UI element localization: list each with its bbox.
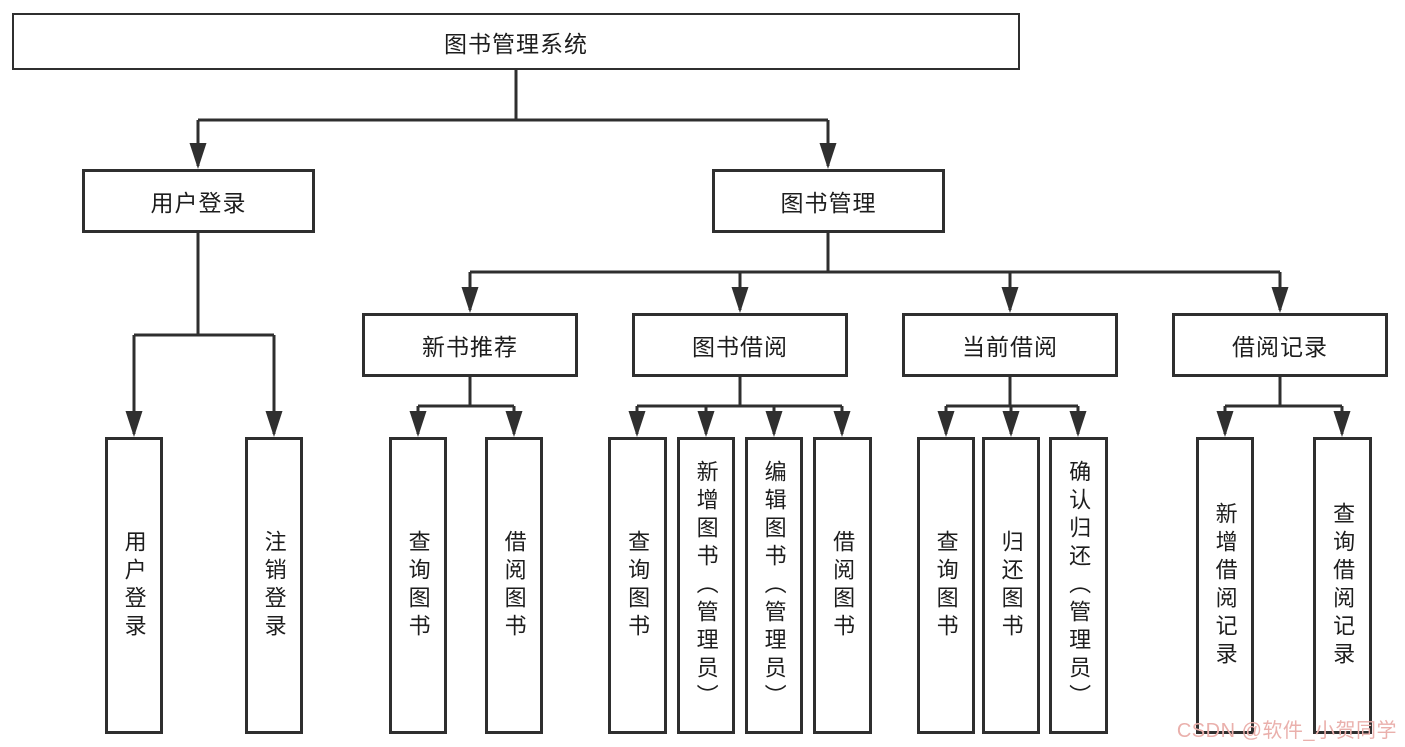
leaf-node-add-borrow-record: 新增借阅记录 [1196,437,1254,734]
branch-node-book-management: 图书管理 [712,169,945,233]
arrow-down-icon [409,411,427,437]
leaf-node-label: 借阅图书 [501,529,527,642]
leaf-node-query-book: 查询图书 [608,437,667,734]
root-node-label: 图书管理系统 [444,30,588,57]
leaf-node-borrow-book: 借阅图书 [485,437,543,734]
arrow-down-icon [505,411,523,437]
arrow-down-icon [1001,287,1019,313]
arrow-down-icon [189,143,207,169]
leaf-node-confirm-return-admin: 确认归还（管理员） [1049,437,1108,734]
branch-node-user-login: 用户登录 [82,169,315,233]
leaf-node-logout: 注销登录 [245,437,303,734]
leaf-node-add-book-admin: 新增图书（管理员） [677,437,735,734]
group-node-new-book-recommend: 新书推荐 [362,313,578,377]
arrow-down-icon [1271,287,1289,313]
leaf-node-label: 用户登录 [121,529,147,642]
group-node-borrow-record: 借阅记录 [1172,313,1388,377]
connector-path [132,70,1344,434]
arrow-down-icon [819,143,837,169]
leaf-node-user-login: 用户登录 [105,437,163,734]
group-node-label: 借阅记录 [1232,334,1328,360]
csdn-watermark: CSDN @软件_小贺同学 [1176,720,1397,742]
arrow-down-icon [1216,411,1234,437]
leaf-node-label: 查询图书 [933,529,959,642]
leaf-node-edit-book-admin: 编辑图书（管理员） [745,437,803,734]
root-node-system: 图书管理系统 [12,13,1020,70]
arrow-down-icon [697,411,715,437]
leaf-node-label: 查询图书 [405,529,431,642]
branch-node-label: 用户登录 [150,190,247,216]
leaf-node-query-book: 查询图书 [389,437,447,734]
leaf-node-query-book: 查询图书 [917,437,975,734]
arrow-down-icon [125,411,143,437]
arrow-down-icon [628,411,646,437]
leaf-node-label: 借阅图书 [830,529,856,642]
arrow-down-icon [1002,411,1020,437]
arrowheads [125,143,1351,437]
arrow-down-icon [937,411,955,437]
leaf-node-borrow-book: 借阅图书 [813,437,872,734]
arrow-down-icon [461,287,479,313]
leaf-node-label: 新增图书（管理员） [693,459,719,712]
group-node-book-borrow: 图书借阅 [632,313,848,377]
leaf-node-label: 查询借阅记录 [1330,501,1356,670]
arrow-down-icon [265,411,283,437]
branch-node-label: 图书管理 [780,190,877,216]
group-node-label: 当前借阅 [962,334,1058,360]
leaf-node-label: 编辑图书（管理员） [761,459,787,712]
leaf-node-return-book: 归还图书 [982,437,1040,734]
leaf-node-label: 新增借阅记录 [1212,501,1238,670]
leaf-node-query-borrow-record: 查询借阅记录 [1313,437,1372,734]
leaf-node-label: 归还图书 [998,529,1024,642]
arrow-down-icon [731,287,749,313]
leaf-node-label: 确认归还（管理员） [1066,459,1092,712]
group-node-label: 新书推荐 [422,334,518,360]
group-node-current-borrow: 当前借阅 [902,313,1118,377]
arrow-down-icon [1333,411,1351,437]
arrow-down-icon [765,411,783,437]
arrow-down-icon [833,411,851,437]
leaf-node-label: 查询图书 [625,529,651,642]
arrow-down-icon [1069,411,1087,437]
group-node-label: 图书借阅 [692,334,788,360]
leaf-node-label: 注销登录 [261,529,287,642]
